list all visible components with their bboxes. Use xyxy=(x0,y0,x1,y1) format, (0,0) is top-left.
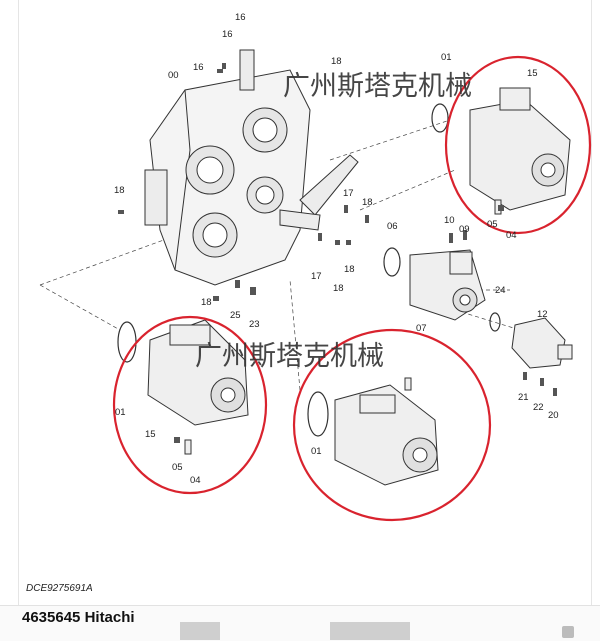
part-label: 05 xyxy=(172,462,183,473)
part-label: 17 xyxy=(343,188,354,199)
part-label: 16 xyxy=(235,12,246,23)
part-label-group: 16 16 16 00 18 01 15 18 17 18 06 10 09 0… xyxy=(114,12,559,486)
thumbnail-strip-item[interactable] xyxy=(180,622,220,640)
thumbnail-strip-item[interactable] xyxy=(330,622,410,640)
pump-lower-left xyxy=(147,319,249,455)
parts-diagram: 广州斯塔克机械 广州斯塔克机械 16 16 16 00 18 01 15 18 … xyxy=(39,12,592,522)
part-label: 18 xyxy=(201,297,212,308)
part-label: 15 xyxy=(145,429,156,440)
part-label: 18 xyxy=(333,283,344,294)
part-label: 24 xyxy=(495,285,506,296)
pump-lower-center xyxy=(334,377,439,486)
highlight-circle-upper-right xyxy=(444,55,592,235)
part-label: 12 xyxy=(537,309,548,320)
part-label: 17 xyxy=(311,271,322,282)
part-label: 16 xyxy=(193,62,204,73)
product-caption: 4635645 Hitachi xyxy=(22,609,135,626)
part-label: 18 xyxy=(362,197,373,208)
part-label: 00 xyxy=(168,70,179,81)
caption-bar xyxy=(0,605,600,641)
pump-upper-right xyxy=(469,87,571,215)
part-label: 07 xyxy=(416,323,427,334)
part-label: 04 xyxy=(190,475,201,486)
part-label: 01 xyxy=(115,407,126,418)
part-label: 09 xyxy=(459,224,470,235)
part-label: 21 xyxy=(518,392,529,403)
valve-assembly xyxy=(511,317,573,369)
motor-assembly xyxy=(409,249,486,321)
part-label: 23 xyxy=(249,319,260,330)
leader-lines xyxy=(39,119,521,391)
part-label: 10 xyxy=(444,215,455,226)
part-label: 06 xyxy=(387,221,398,232)
part-label: 18 xyxy=(114,185,125,196)
part-label: 25 xyxy=(230,310,241,321)
part-label: 16 xyxy=(222,29,233,40)
part-label: 05 xyxy=(487,219,498,230)
more-icon[interactable] xyxy=(562,626,574,638)
part-label: 01 xyxy=(441,52,452,63)
diagram-code: DCE9275691A xyxy=(26,583,93,594)
highlight-circle-lower-left xyxy=(112,315,268,495)
gearbox-housing xyxy=(144,49,359,286)
bolts xyxy=(118,63,557,443)
part-label: 18 xyxy=(331,56,342,67)
watermark-upper: 广州斯塔克机械 xyxy=(283,71,472,102)
part-label: 01 xyxy=(311,446,322,457)
part-label: 15 xyxy=(527,68,538,79)
part-label: 04 xyxy=(506,230,517,241)
part-label: 18 xyxy=(344,264,355,275)
watermark-lower: 广州斯塔克机械 xyxy=(195,341,384,372)
highlight-circle-lower-center xyxy=(292,328,492,522)
part-label: 20 xyxy=(548,410,559,421)
part-label: 22 xyxy=(533,402,544,413)
o-rings xyxy=(117,103,501,437)
